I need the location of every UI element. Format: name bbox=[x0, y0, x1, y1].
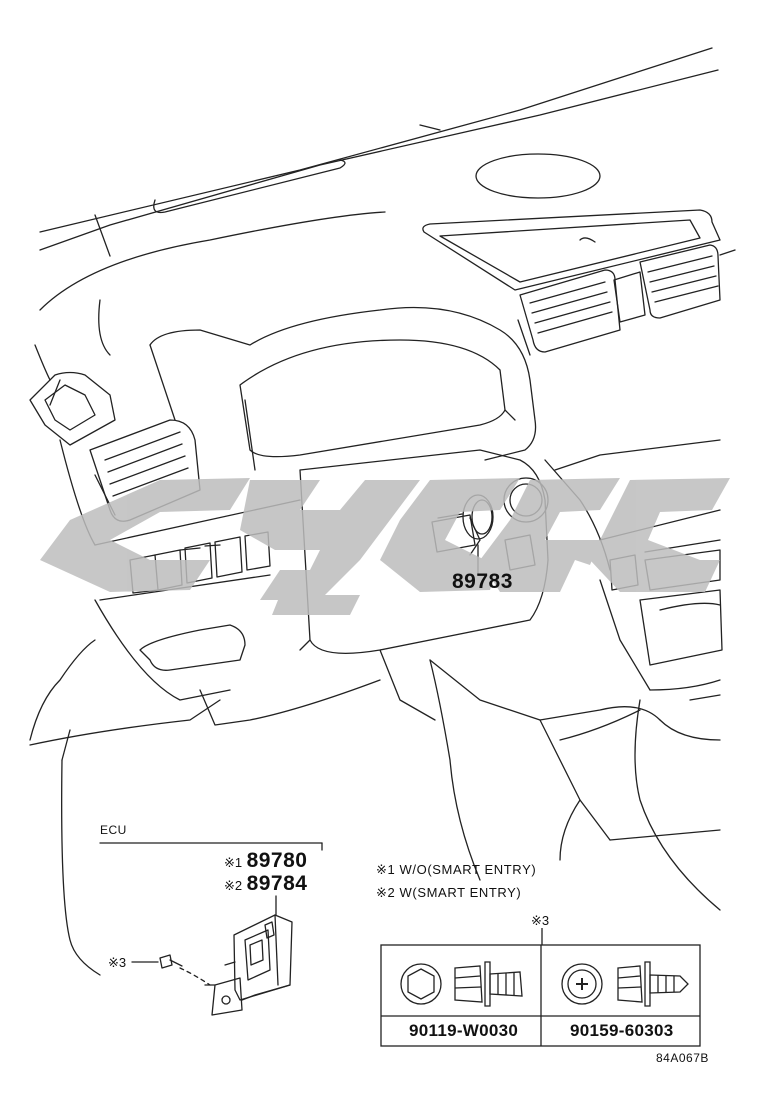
center-vent-right bbox=[639, 244, 721, 319]
dashboard-top-edge bbox=[39, 47, 713, 233]
hex-bolt-side-icon bbox=[454, 961, 523, 1007]
ecu-title: ECU bbox=[100, 823, 127, 837]
bolt-reference: ※3 bbox=[108, 955, 127, 970]
display-oval bbox=[475, 153, 601, 199]
ecu-bolt-icon bbox=[159, 954, 173, 969]
ecu-part-2: ※2 89784 bbox=[224, 872, 307, 896]
switch-part-number: 89783 bbox=[452, 570, 513, 593]
phillips-bolt-side-icon bbox=[617, 961, 689, 1007]
note-2: ※2 W(SMART ENTRY) bbox=[376, 885, 521, 901]
fastener-option-1-part-number: 90119-W0030 bbox=[409, 1021, 519, 1040]
hex-bolt-top-icon bbox=[400, 963, 442, 1005]
steering-column bbox=[299, 449, 549, 654]
ecu-part-1: ※1 89780 bbox=[224, 849, 307, 873]
ecu-part-2-mark: ※2 bbox=[224, 878, 243, 893]
fastener-option-2-part-number: 90159-60303 bbox=[570, 1021, 674, 1040]
cluster-hood bbox=[149, 306, 537, 461]
note-2-text: W(SMART ENTRY) bbox=[399, 885, 522, 900]
note-1-text: W/O(SMART ENTRY) bbox=[399, 862, 537, 877]
center-vent-left bbox=[519, 269, 621, 353]
note-2-mark: ※2 bbox=[376, 885, 396, 900]
ecu-part-2-number: 89784 bbox=[246, 872, 308, 895]
note-1: ※1 W/O(SMART ENTRY) bbox=[376, 862, 536, 878]
note-1-mark: ※1 bbox=[376, 862, 396, 877]
fastener-box-reference: ※3 bbox=[531, 913, 550, 928]
ecu-part-1-mark: ※1 bbox=[224, 855, 243, 870]
ecu-part-1-number: 89780 bbox=[246, 849, 308, 872]
phillips-bolt-top-icon bbox=[561, 963, 603, 1005]
diagram-code: 84A067B bbox=[656, 1051, 709, 1065]
watermark-logo bbox=[40, 478, 730, 615]
